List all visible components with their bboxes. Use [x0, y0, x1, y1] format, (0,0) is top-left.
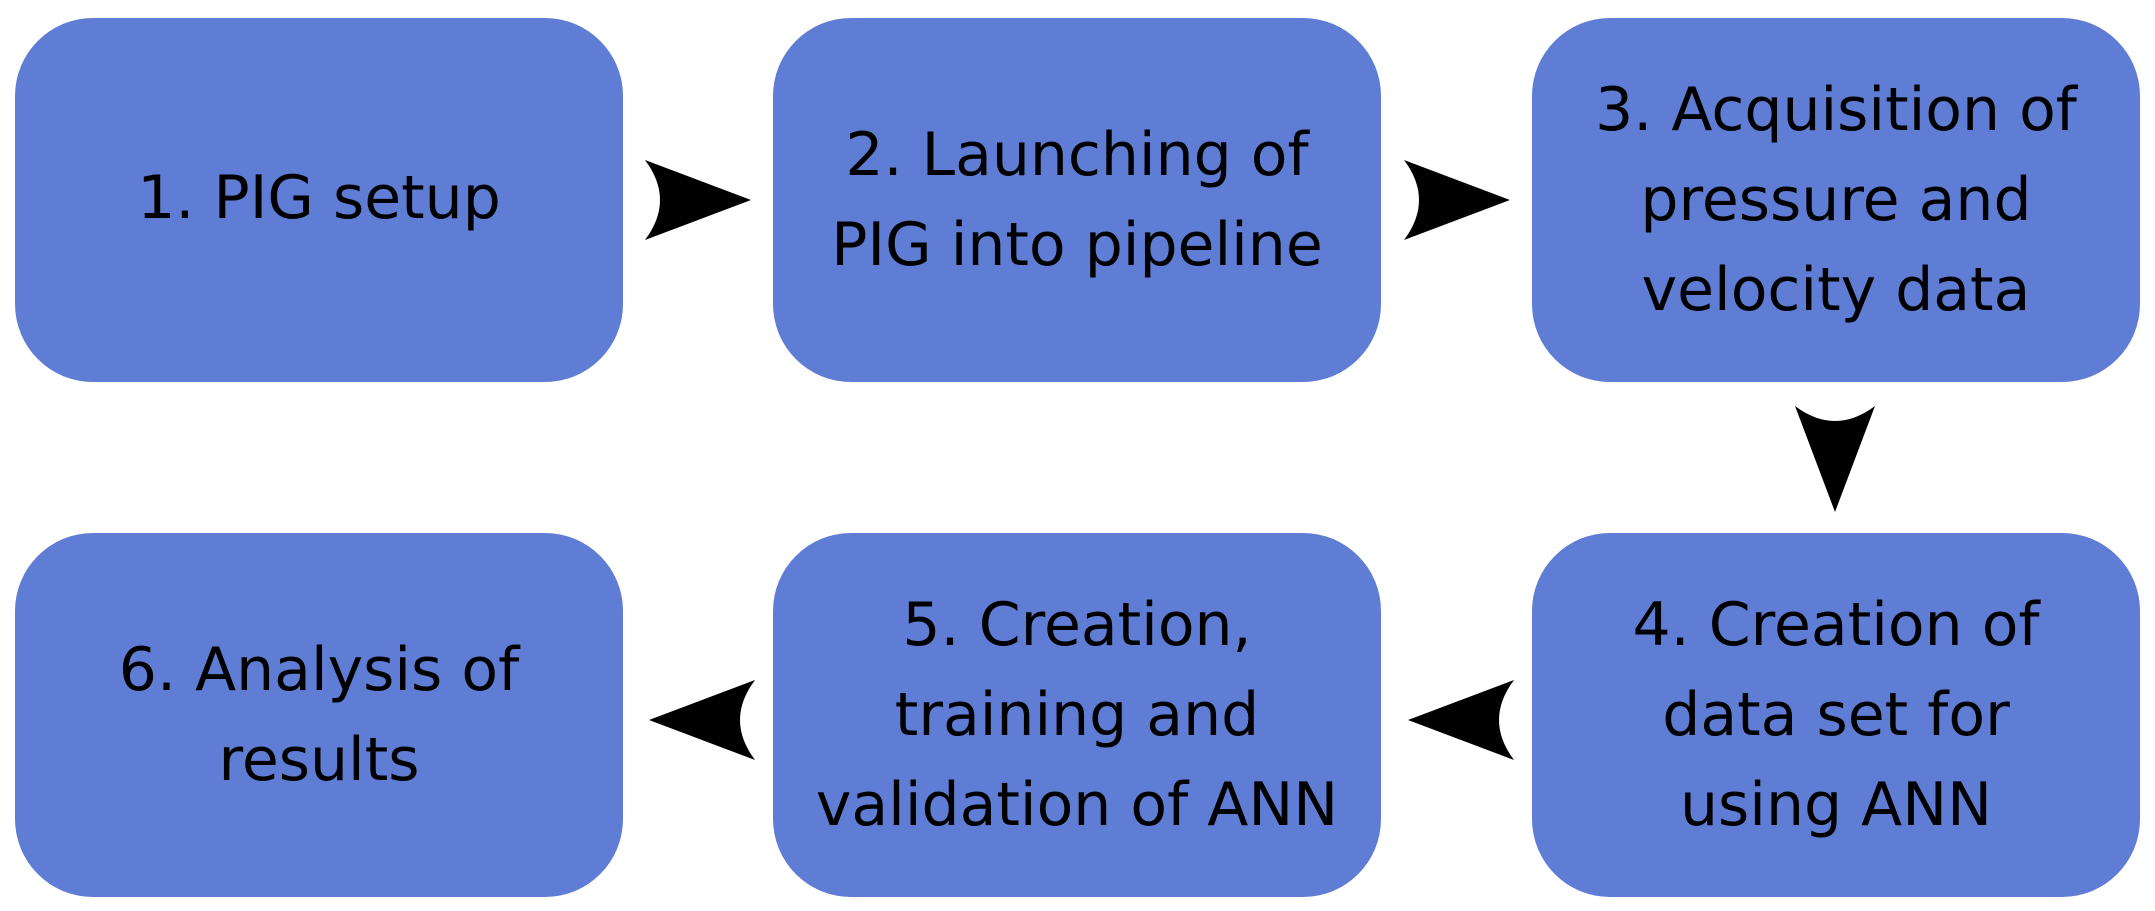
step-4-label: 4. Creation of data set for using ANN — [1632, 590, 2040, 840]
step-3-acquisition-box: 3. Acquisition of pressure and velocity … — [1532, 18, 2140, 382]
arrow-2-to-3 — [1404, 160, 1510, 240]
step-6-analysis-box: 6. Analysis of results — [15, 533, 623, 897]
step-1-pig-setup-box: 1. PIG setup — [15, 18, 623, 382]
step-3-label: 3. Acquisition of pressure and velocity … — [1595, 75, 2077, 325]
step-2-launching-box: 2. Launching of PIG into pipeline — [773, 18, 1381, 382]
step-1-label: 1. PIG setup — [137, 163, 501, 233]
arrow-1-to-2 — [645, 160, 751, 240]
step-5-ann-box: 5. Creation, training and validation of … — [773, 533, 1381, 897]
step-2-label: 2. Launching of PIG into pipeline — [831, 120, 1323, 280]
step-6-label: 6. Analysis of results — [118, 635, 520, 795]
step-5-label: 5. Creation, training and validation of … — [815, 590, 1339, 840]
arrow-5-to-6 — [649, 680, 755, 760]
arrow-3-to-4 — [1795, 406, 1875, 512]
step-4-dataset-box: 4. Creation of data set for using ANN — [1532, 533, 2140, 897]
arrow-4-to-5 — [1408, 680, 1514, 760]
